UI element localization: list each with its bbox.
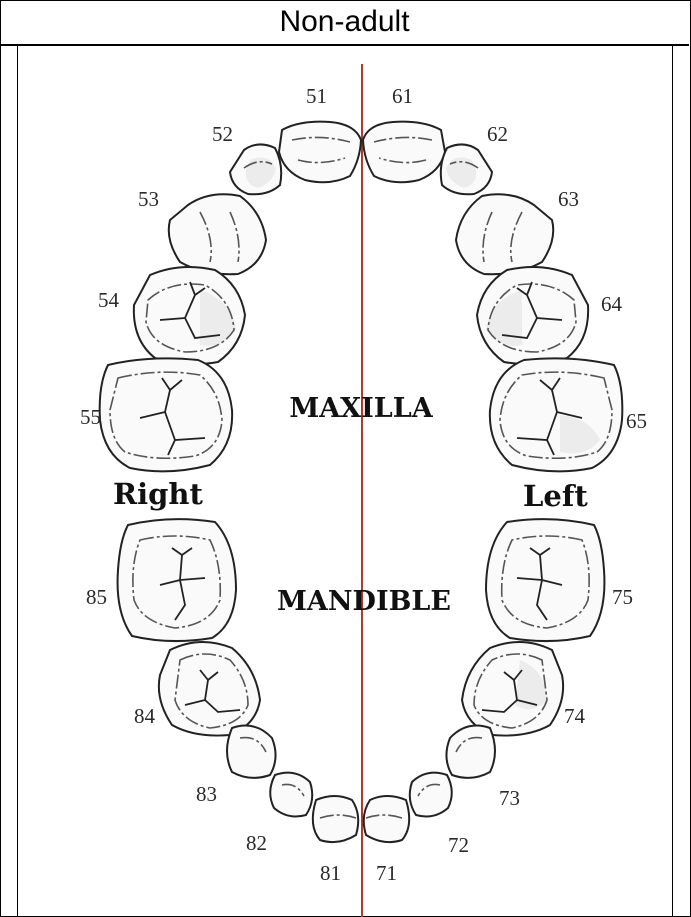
label-mandible: MANDIBLE xyxy=(277,586,451,617)
label-64: 64 xyxy=(601,292,623,316)
label-51: 51 xyxy=(306,84,327,108)
label-61: 61 xyxy=(392,84,413,108)
label-55: 55 xyxy=(80,405,101,429)
page-title: Non-adult xyxy=(0,0,689,46)
label-53: 53 xyxy=(138,187,159,211)
tooth-64[interactable] xyxy=(475,266,590,366)
label-right: Right xyxy=(113,477,203,511)
label-83: 83 xyxy=(196,782,217,806)
label-63: 63 xyxy=(558,187,579,211)
label-left: Left xyxy=(523,479,588,513)
label-52: 52 xyxy=(212,122,233,146)
tooth-62[interactable] xyxy=(439,143,494,196)
label-74: 74 xyxy=(564,704,586,728)
label-65: 65 xyxy=(626,409,647,433)
label-84: 84 xyxy=(134,704,156,728)
tooth-53[interactable] xyxy=(167,193,268,276)
tooth-52[interactable] xyxy=(228,143,283,196)
label-82: 82 xyxy=(246,831,267,855)
tooth-71[interactable] xyxy=(362,795,411,844)
tooth-81[interactable] xyxy=(311,795,360,844)
tooth-72[interactable] xyxy=(408,771,453,818)
label-72: 72 xyxy=(448,833,469,857)
tooth-73[interactable] xyxy=(445,724,496,779)
tooth-75[interactable] xyxy=(484,518,606,643)
tooth-55[interactable] xyxy=(98,357,234,473)
tooth-82[interactable] xyxy=(269,771,314,818)
tooth-65[interactable] xyxy=(488,357,624,473)
label-81: 81 xyxy=(320,861,341,885)
tooth-54[interactable] xyxy=(132,266,247,366)
label-75: 75 xyxy=(612,585,633,609)
label-maxilla: MAXILLA xyxy=(289,393,433,424)
tooth-74[interactable] xyxy=(460,640,565,737)
label-71: 71 xyxy=(376,861,397,885)
tooth-63[interactable] xyxy=(454,193,555,276)
tooth-61[interactable] xyxy=(361,120,447,184)
label-85: 85 xyxy=(86,585,107,609)
tooth-85[interactable] xyxy=(116,518,238,643)
tooth-51[interactable] xyxy=(277,120,363,184)
label-62: 62 xyxy=(487,122,508,146)
diagram-cell xyxy=(17,46,673,917)
tooth-83[interactable] xyxy=(226,724,277,779)
label-73: 73 xyxy=(499,786,520,810)
label-54: 54 xyxy=(98,288,120,312)
tooth-84[interactable] xyxy=(157,640,262,737)
